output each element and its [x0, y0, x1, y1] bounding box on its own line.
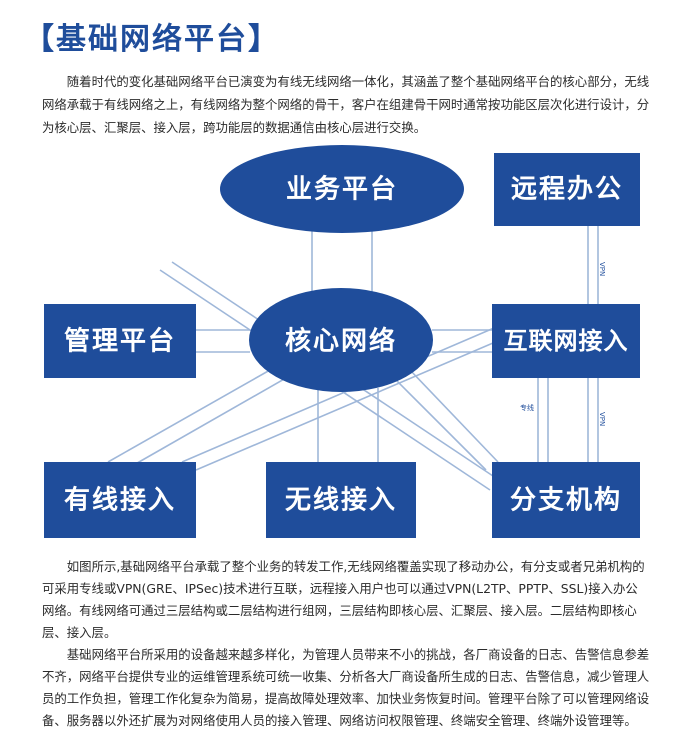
internet-access-node — [492, 304, 640, 378]
vpn-label-top: VPN — [598, 262, 606, 276]
wired-access-label: 有线接入 — [64, 486, 176, 516]
remote-office-node — [494, 153, 640, 226]
dedicated-line-label: 专线 — [520, 403, 534, 412]
description-paragraph-1: 如图所示,基础网络平台承载了整个业务的转发工作,无线网络覆盖实现了移动办公，有分… — [42, 559, 645, 640]
business-platform-node — [220, 145, 464, 233]
branch-office-node — [492, 462, 640, 538]
remote-office-label: 远程办公 — [511, 175, 623, 205]
network-diagram: VPN 专线 VPN 业务平台 远程办公 管理平台 核心网络 互联网接入 有线接… — [44, 145, 640, 538]
intro-paragraph: 随着时代的变化基础网络平台已演变为有线无线网络一体化，其涵盖了整个基础网络平台的… — [42, 74, 650, 135]
core-network-label: 核心网络 — [285, 326, 397, 357]
vpn-label-bottom: VPN — [598, 412, 606, 426]
page-title: 【基础网络平台】 — [24, 22, 280, 57]
wireless-access-node — [266, 462, 416, 538]
description-paragraph-2: 基础网络平台所采用的设备越来越多样化，为管理人员带来不小的挑战，各厂商设备的日志… — [42, 647, 650, 728]
core-network-node — [249, 288, 433, 392]
branch-office-label: 分支机构 — [510, 486, 622, 516]
management-platform-label: 管理平台 — [64, 326, 176, 357]
internet-access-label: 互联网接入 — [504, 327, 629, 355]
wireless-access-label: 无线接入 — [285, 486, 397, 516]
management-platform-node — [44, 304, 196, 378]
business-platform-label: 业务平台 — [286, 174, 398, 205]
wired-access-node — [44, 462, 196, 538]
